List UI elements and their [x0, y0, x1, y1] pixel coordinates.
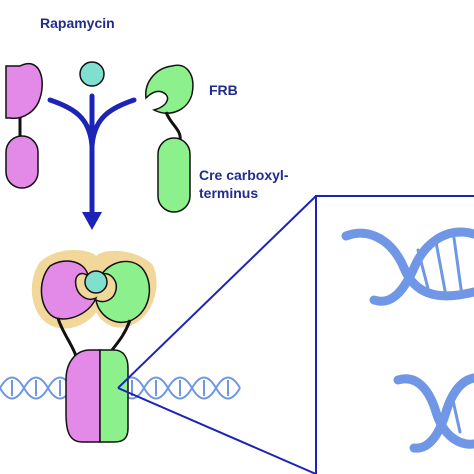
- fkbp-crescent-top-left: [5, 63, 43, 120]
- frb-linker-bottom: [110, 319, 132, 351]
- zoom-callout-lines: [117, 195, 317, 474]
- arrow-head: [82, 212, 102, 230]
- rapamycin-molecule: [79, 61, 105, 87]
- dna-zoom-helix-top: [341, 227, 474, 306]
- fkbp-linker-bottom: [56, 317, 78, 357]
- dna-zoom-helix-bottom: [393, 373, 474, 453]
- rapamycin-label: Rapamycin: [40, 15, 115, 31]
- frb-crescent-top: [145, 64, 194, 114]
- cre-label-line1: Cre carboxyl-: [199, 167, 289, 183]
- cre-n-terminal-pill-top: [5, 135, 39, 189]
- combine-arrow: [47, 93, 137, 219]
- cre-n-terminal-bottom: [65, 349, 101, 443]
- frb-label: FRB: [209, 82, 238, 98]
- frb-linker-top: [164, 111, 182, 141]
- rapamycin-bound: [84, 270, 108, 294]
- fkbp-crescent-bottom: [40, 260, 98, 320]
- cre-c-terminal-pill-top: [157, 137, 191, 213]
- frb-crescent-bottom: [95, 260, 151, 323]
- cre-c-terminal-bottom: [99, 349, 129, 443]
- cre-label-line2: terminus: [199, 185, 258, 201]
